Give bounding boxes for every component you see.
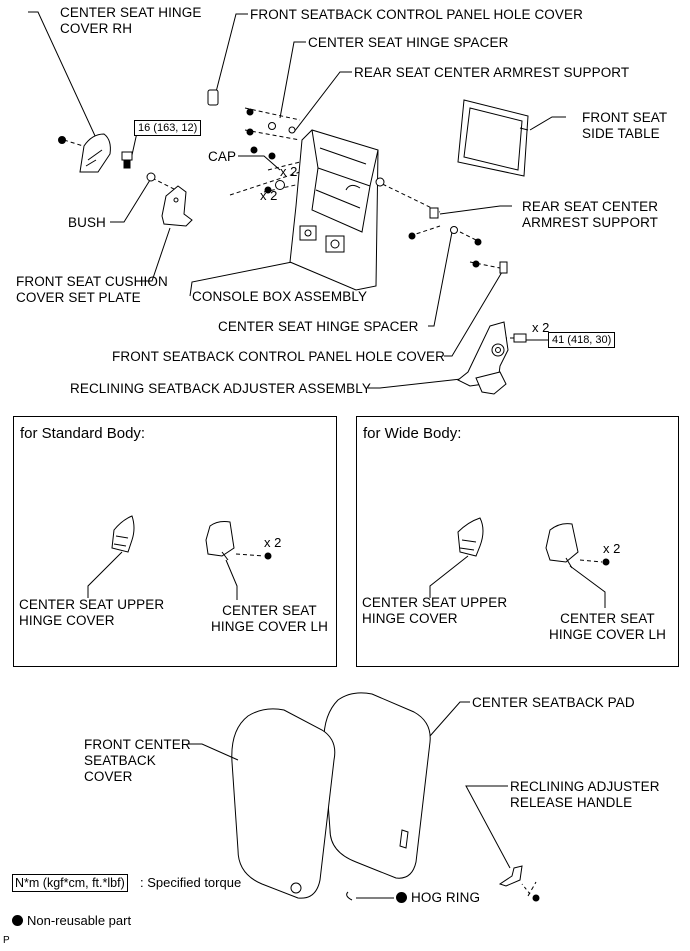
front-center-seatback-cover-shape <box>231 708 336 899</box>
label-reclining-adjuster-release-handle: RECLINING ADJUSTER RELEASE HANDLE <box>510 779 660 810</box>
label-front-seatback-control-panel-hole-cover-bottom: FRONT SEATBACK CONTROL PANEL HOLE COVER <box>112 349 445 364</box>
legend-non-reusable: Non-reusable part <box>12 913 131 928</box>
label-reclining-seatback-adjuster-assembly: RECLINING SEATBACK ADJUSTER ASSEMBLY <box>70 381 371 396</box>
label-front-center-seatback-cover: FRONT CENTER SEATBACK COVER <box>84 737 191 784</box>
wide-upper-hinge-cover-shape <box>457 517 484 557</box>
wide-leader-upper <box>429 555 469 598</box>
label-rear-seat-center-armrest-support-right: REAR SEAT CENTER ARMREST SUPPORT <box>522 199 659 230</box>
multiplier-cap: x 2 <box>280 164 298 179</box>
standard-multiplier: x 2 <box>264 535 282 550</box>
hog-ring-text: HOG RING <box>411 890 481 905</box>
wide-multiplier: x 2 <box>603 541 621 556</box>
center-seat-hinge-cover-rh-shape <box>58 133 111 173</box>
front-seat-cushion-cover-set-plate-shape <box>161 185 193 227</box>
non-reusable-legend-dot-icon <box>12 915 23 926</box>
standard-leader-lh <box>225 559 238 600</box>
hinge-bolt-shape <box>121 151 133 169</box>
standard-body-panel: for Standard Body: x 2 CENTER SEAT UPPER… <box>13 416 337 667</box>
hog-ring-legend-shape <box>346 891 394 901</box>
label-bush: BUSH <box>68 215 106 230</box>
console-box-assembly-shape <box>289 129 385 291</box>
label-center-seat-hinge-cover-rh: CENTER SEAT HINGE COVER RH <box>60 5 202 36</box>
wide-body-panel: for Wide Body: x 2 CENTER SEAT UPPER HIN… <box>356 416 679 667</box>
wide-hinge-cover-lh-shape <box>545 523 610 569</box>
leader-seatback-pad <box>429 701 470 737</box>
wide-body-title: for Wide Body: <box>363 425 462 442</box>
non-reusable-dot-icon <box>396 892 407 903</box>
label-center-seat-hinge-spacer-bottom: CENTER SEAT HINGE SPACER <box>218 319 419 334</box>
front-seatback-control-panel-hole-cover-shape <box>207 89 219 106</box>
label-cap: CAP <box>208 149 237 164</box>
multiplier-fastener: x 2 <box>260 188 278 203</box>
label-console-box-assembly: CONSOLE BOX ASSEMBLY <box>192 289 368 304</box>
small-fasteners-shape <box>246 108 508 274</box>
label-front-seatback-control-panel-hole-cover-top: FRONT SEATBACK CONTROL PANEL HOLE COVER <box>250 7 583 22</box>
label-rear-seat-center-armrest-support-top: REAR SEAT CENTER ARMREST SUPPORT <box>354 65 630 80</box>
legend-torque-desc: : Specified torque <box>140 875 242 890</box>
leader-seatback-cover <box>188 743 239 761</box>
front-seat-side-table-shape <box>457 99 529 177</box>
reclining-seatback-adjuster-assembly-shape <box>457 321 527 395</box>
label-front-seat-cushion-cover-set-plate: FRONT SEAT CUSHION COVER SET PLATE <box>16 274 168 305</box>
legend-non-reusable-text: Non-reusable part <box>27 913 132 928</box>
legend-torque-units: N*m (kgf*cm, ft.*lbf) <box>12 874 128 892</box>
bush-shape <box>146 172 156 182</box>
standard-hinge-cover-lh-shape <box>205 521 272 561</box>
label-front-seat-side-table: FRONT SEAT SIDE TABLE <box>582 110 668 141</box>
reclining-adjuster-release-handle-shape <box>498 865 540 902</box>
multiplier-adjuster-bolt: x 2 <box>532 320 550 335</box>
wide-leader-lh <box>569 565 606 608</box>
standard-body-title: for Standard Body: <box>20 425 146 442</box>
standard-upper-hinge-cover-label: CENTER SEAT UPPER HINGE COVER <box>19 597 165 628</box>
torque-hinge-bolt: 16 (163, 12) <box>134 120 202 136</box>
torque-adjuster-bolt: 41 (418, 30) <box>548 332 616 348</box>
wide-hinge-cover-lh-label: CENTER SEAT HINGE COVER LH <box>549 611 666 642</box>
label-center-seat-hinge-spacer-top: CENTER SEAT HINGE SPACER <box>308 35 509 50</box>
standard-leader-upper <box>87 551 123 598</box>
leader-release-handle <box>465 785 511 869</box>
label-hog-ring: HOG RING <box>396 890 480 906</box>
standard-upper-hinge-cover-shape <box>111 515 135 553</box>
corner-mark: P <box>3 935 10 946</box>
wide-upper-hinge-cover-label: CENTER SEAT UPPER HINGE COVER <box>362 595 508 626</box>
standard-hinge-cover-lh-label: CENTER SEAT HINGE COVER LH <box>211 603 328 634</box>
center-seatback-pad-shape <box>323 692 431 879</box>
label-center-seatback-pad: CENTER SEATBACK PAD <box>472 695 635 710</box>
